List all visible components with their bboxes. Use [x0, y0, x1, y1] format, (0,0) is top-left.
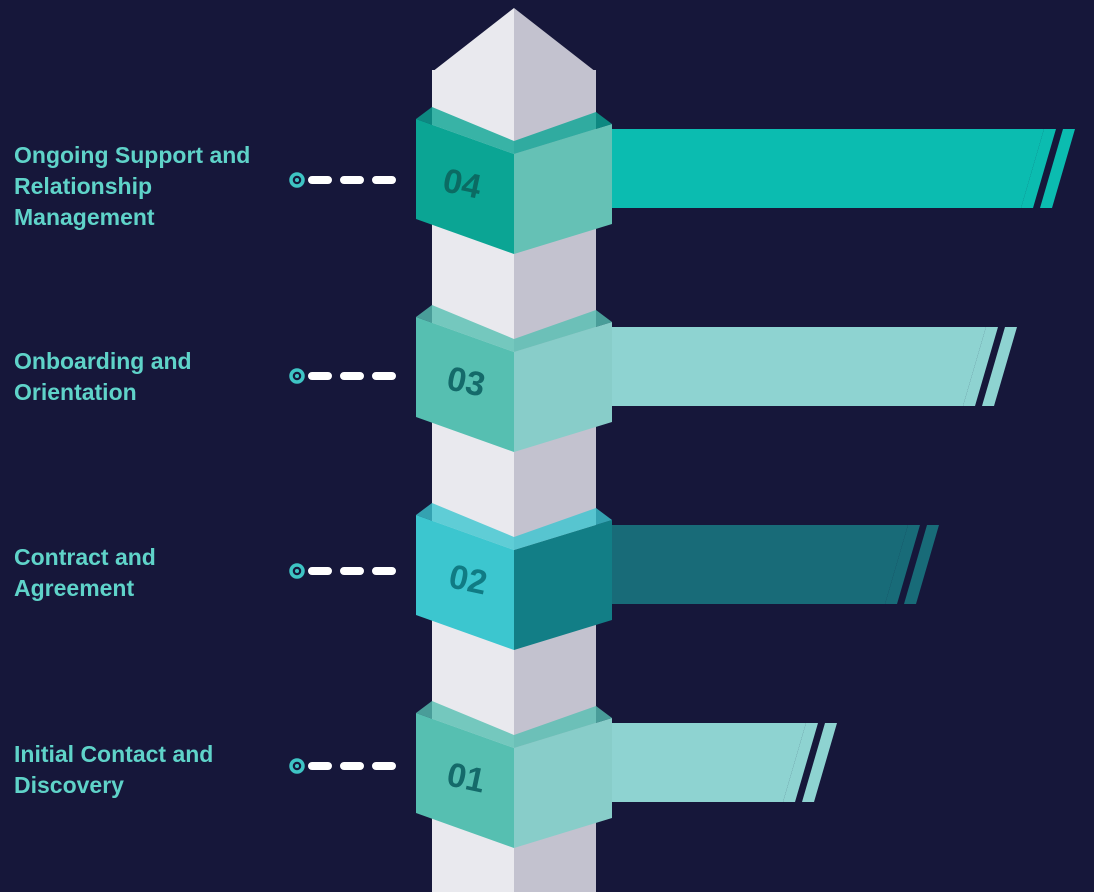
- connector-dot-center: [295, 764, 299, 768]
- band-stripe: [802, 723, 837, 802]
- connector-dot: [289, 368, 305, 384]
- step-band: [596, 525, 908, 604]
- band-stripe: [963, 327, 998, 406]
- step-02: 02: [289, 503, 939, 650]
- band-stripe: [904, 525, 939, 604]
- connector-dot: [289, 563, 305, 579]
- step-block-side: [514, 520, 612, 650]
- step-number: 04: [440, 161, 485, 206]
- step-block-top: [416, 701, 612, 748]
- band-stripe: [1021, 129, 1056, 208]
- pillar-tip-right: [514, 8, 596, 130]
- connector-dot-center: [295, 374, 299, 378]
- step-block-side: [514, 718, 612, 848]
- pillar-tip-left: [432, 8, 514, 130]
- step-label-01: Initial Contact and Discovery: [14, 741, 214, 798]
- step-04: 04: [289, 107, 1075, 254]
- step-label-04: Ongoing Support and Relationship Managem…: [14, 142, 251, 230]
- connector-dot-center: [295, 569, 299, 573]
- step-block-front: [416, 713, 514, 848]
- connector-dot-center: [295, 178, 299, 182]
- step-block-side: [514, 322, 612, 452]
- step-band: [596, 129, 1044, 208]
- step-block-top: [416, 107, 612, 154]
- step-number: 01: [444, 755, 489, 800]
- step-block-front: [416, 119, 514, 254]
- step-label-03: Onboarding and Orientation: [14, 348, 192, 405]
- step-03: 03: [289, 305, 1017, 452]
- step-block-top: [416, 503, 612, 550]
- connector-dot: [289, 172, 305, 188]
- step-label-02: Contract and Agreement: [14, 544, 156, 601]
- band-stripe: [885, 525, 920, 604]
- step-band: [596, 723, 806, 802]
- step-number: 02: [446, 557, 491, 602]
- step-block-front: [416, 317, 514, 452]
- step-band: [596, 327, 986, 406]
- band-stripe: [1040, 129, 1075, 208]
- step-block-top: [416, 305, 612, 352]
- step-block-side: [514, 124, 612, 254]
- band-stripe: [982, 327, 1017, 406]
- step-number: 03: [444, 359, 489, 404]
- connector-dot: [289, 758, 305, 774]
- step-01: 01: [289, 701, 837, 848]
- band-stripe: [783, 723, 818, 802]
- step-block-front: [416, 515, 514, 650]
